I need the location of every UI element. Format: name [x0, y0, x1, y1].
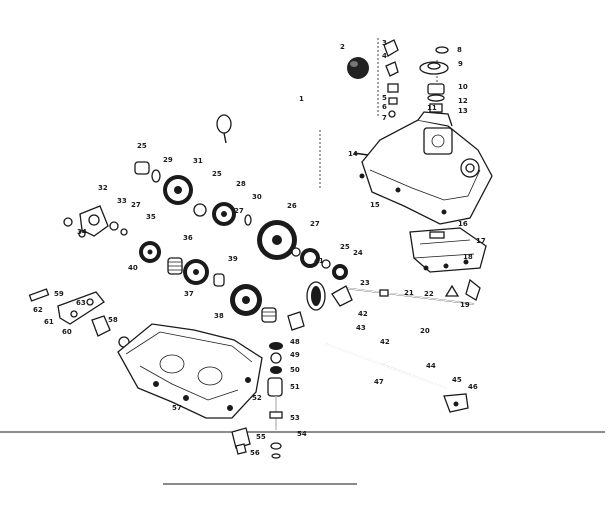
- callout-right-d: 11: [427, 104, 437, 112]
- callout-top-a: 3: [382, 39, 387, 47]
- callout-left-58: 58: [108, 316, 118, 324]
- callout-gear-25c: 25: [340, 243, 350, 251]
- callout-right-e: 12: [458, 97, 468, 105]
- callout-gear-26: 26: [287, 202, 297, 210]
- callout-left-61: 61: [44, 318, 54, 326]
- transmission-case: [117, 323, 263, 419]
- callout-gear-38: 38: [214, 312, 224, 320]
- shift-lever: [216, 57, 369, 144]
- callout-gear-41: 41: [314, 257, 324, 265]
- callout-gear-36: 36: [183, 234, 193, 242]
- callout-gear-37: 37: [184, 290, 194, 298]
- callout-shaft-52: 52: [252, 394, 262, 402]
- callout-top-d: 6: [382, 103, 387, 111]
- callout-gear-31: 31: [193, 157, 203, 165]
- cover-screw-line: [353, 152, 369, 156]
- callout-rod-42b: 42: [380, 338, 390, 346]
- left-bracket: [28, 288, 130, 348]
- callout-shaft-55: 55: [256, 433, 266, 441]
- callout-washer-27c: 27: [310, 220, 320, 228]
- callout-gear-28: 28: [236, 180, 246, 188]
- callout-gear-32: 32: [98, 184, 108, 192]
- callout-shaft-48: 48: [290, 338, 300, 346]
- callout-gear-24: 24: [353, 249, 363, 257]
- callout-shifter-a: 16: [458, 220, 468, 228]
- callout-right-f: 13: [458, 107, 468, 115]
- top-right-parts: [419, 46, 449, 113]
- callout-shaft-53: 53: [290, 414, 300, 422]
- callout-gear-33: 33: [117, 197, 127, 205]
- shifter-assembly: [409, 227, 487, 301]
- callout-shaft-56: 56: [250, 449, 260, 457]
- callout-top-e: 7: [382, 114, 387, 122]
- callout-gear-40: 40: [128, 264, 138, 272]
- callout-gear-39: 39: [228, 255, 238, 263]
- callout-fork-rod: 20: [420, 327, 430, 335]
- callout-rod-45: 45: [452, 376, 462, 384]
- callout-gear-25b: 25: [212, 170, 222, 178]
- callout-gear-30: 30: [252, 193, 262, 201]
- callout-gear-25a: 25: [137, 142, 147, 150]
- gear-train: [134, 161, 353, 331]
- callout-right-c: 10: [458, 83, 468, 91]
- callout-shifter-d: 19: [460, 301, 470, 309]
- gear-cover: [359, 111, 493, 225]
- left-small-parts: [63, 205, 128, 238]
- callout-gear-35: 35: [146, 213, 156, 221]
- callout-case: 57: [172, 404, 182, 412]
- shift-knob: [347, 57, 369, 79]
- callout-left-62: 62: [33, 306, 43, 314]
- callout-sf-c: 23: [360, 279, 370, 287]
- callout-shaft-49: 49: [290, 351, 300, 359]
- callout-shaft-54: 54: [297, 430, 307, 438]
- callout-left-59: 59: [54, 290, 64, 298]
- callout-rod-43: 43: [356, 324, 366, 332]
- callout-left-60: 60: [62, 328, 72, 336]
- callout-right-b: 9: [458, 60, 463, 68]
- callout-gear-29: 29: [163, 156, 173, 164]
- callout-gear-34: 34: [77, 228, 87, 236]
- callout-top-b: 4: [382, 52, 387, 60]
- top-parts: [383, 39, 399, 118]
- callout-washer-27a: 27: [131, 201, 141, 209]
- callout-left-63: 63: [76, 299, 86, 307]
- callout-rod-42a: 42: [358, 310, 368, 318]
- callout-washer-27b: 27: [234, 207, 244, 215]
- callout-top-c: 5: [382, 94, 387, 102]
- callout-right-a: 8: [457, 46, 462, 54]
- callout-sf-a: 21: [404, 289, 414, 297]
- callout-rod-46: 46: [468, 383, 478, 391]
- callout-shifter-b: 17: [476, 237, 486, 245]
- vertical-shaft: [231, 342, 283, 459]
- callout-cover-screw: 14: [348, 150, 358, 158]
- callout-shaft-51: 51: [290, 383, 300, 391]
- callout-sf-b: 22: [424, 290, 434, 298]
- callout-shift-lever: 1: [299, 95, 304, 103]
- callout-rod-44: 44: [426, 362, 436, 370]
- callout-cover: 15: [370, 201, 380, 209]
- callout-rod-47: 47: [374, 378, 384, 386]
- callout-shifter-c: 18: [463, 253, 473, 261]
- fork-rod: [343, 287, 475, 305]
- long-rod: [325, 343, 469, 413]
- callout-shaft-50: 50: [290, 366, 300, 374]
- callout-knob: 2: [340, 43, 345, 51]
